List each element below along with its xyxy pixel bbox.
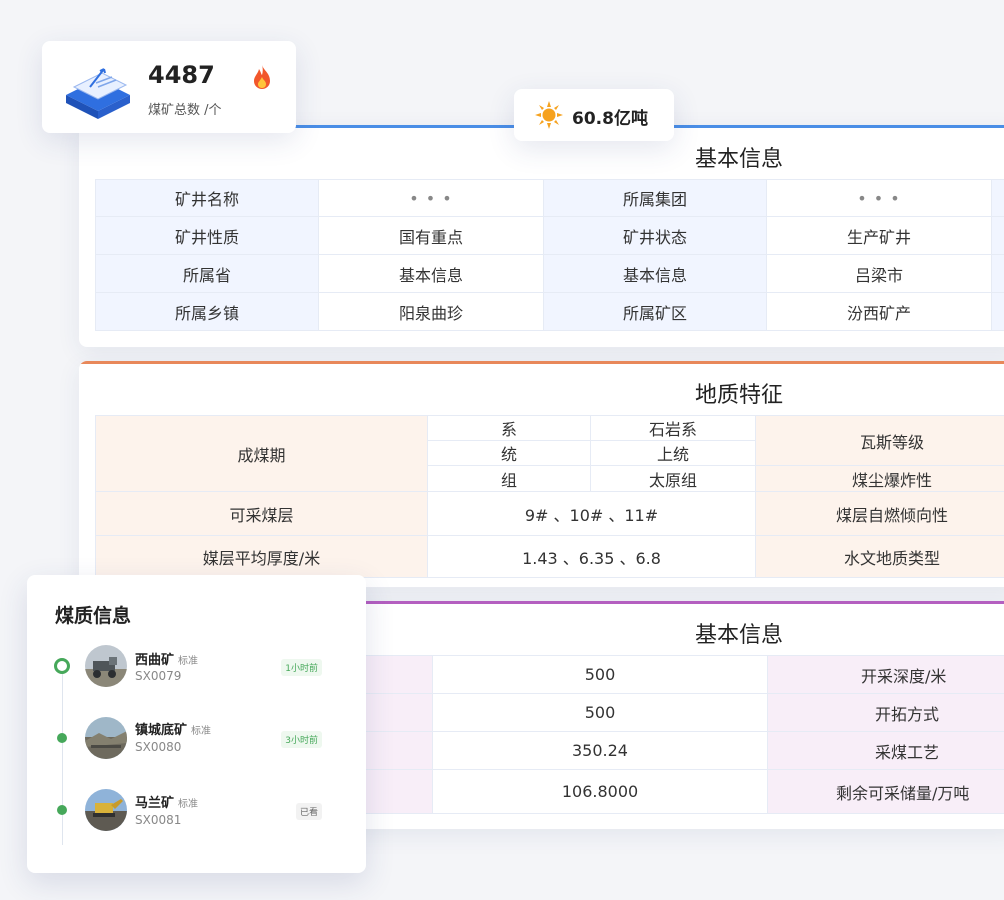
table-row: 所属省 基本信息 基本信息 吕梁市	[95, 254, 1004, 293]
table-row: 矿井性质 国有重点 矿井状态 生产矿井	[95, 216, 1004, 255]
cell-label	[991, 216, 1004, 255]
cell-value: 500	[432, 693, 768, 732]
table-row: 统 上统	[96, 440, 1004, 466]
mine-name: 镇城底矿标准	[135, 723, 212, 738]
cell-value: 统	[427, 440, 591, 466]
table-row: 所属乡镇 阳泉曲珍 所属矿区 汾西矿产	[95, 292, 1004, 331]
geology-card: 地质特征 成煤期 系 石岩系 瓦斯等级 统 上统 组 太原组 煤尘爆炸性 可采煤…	[79, 361, 1004, 587]
mine-code: SX0081	[135, 813, 182, 827]
cell-label	[991, 179, 1004, 217]
cell-label: 基本信息	[543, 254, 767, 293]
cell-label	[991, 292, 1004, 331]
reserve-badge: 60.8亿吨	[514, 89, 674, 141]
cell-label: 开采深度/米	[767, 655, 1004, 694]
mine-count-card: 4487 煤矿总数 /个	[42, 41, 296, 133]
cell-value: 生产矿井	[766, 216, 992, 255]
mine-count-label: 煤矿总数 /个	[148, 103, 222, 118]
list-item[interactable]: 西曲矿标准 SX0079 1小时前	[27, 641, 366, 691]
cell-label: 采煤工艺	[767, 731, 1004, 770]
mine-truck-image	[85, 645, 127, 687]
cell-label: 矿井状态	[543, 216, 767, 255]
table-row: 媒层平均厚度/米 1.43 、6.35 、6.8 水文地质类型	[95, 535, 1004, 578]
mine-thumbnail	[85, 717, 127, 759]
cell-value: 系	[427, 415, 591, 441]
cell-label: 所属集团	[543, 179, 767, 217]
mine-count-value: 4487	[148, 61, 215, 89]
mine-thumbnail	[85, 789, 127, 831]
mine-name: 马兰矿标准	[135, 796, 199, 811]
basic-info-card: 基本信息 矿井名称 • • • 所属集团 • • • 矿井性质 国有重点 矿井状…	[79, 125, 1004, 347]
mining-info-title: 基本信息	[694, 623, 783, 648]
timeline-dot	[57, 805, 67, 815]
cell-label: 矿井名称	[95, 179, 319, 217]
mine-code: SX0080	[135, 740, 182, 754]
hydro-type-label: 水文地质类型	[755, 535, 1004, 578]
mine-thumbnail	[85, 645, 127, 687]
cell-value: 吕梁市	[766, 254, 992, 293]
gas-level-label: 瓦斯等级	[755, 415, 1004, 466]
cell-value: 500	[432, 655, 768, 694]
table-row: 组 太原组 煤尘爆炸性	[96, 465, 1004, 492]
coal-quality-card: 煤质信息 西曲矿标准 SX0079 1小时前	[27, 575, 366, 873]
cell-value: 组	[427, 465, 591, 492]
cell-value: 石岩系	[590, 415, 756, 441]
mine-code: SX0079	[135, 669, 182, 683]
viewed-badge: 已看	[295, 803, 322, 820]
cell-value: 阳泉曲珍	[318, 292, 544, 331]
table-row: 可采煤层 9# 、10# 、11# 煤层自燃倾向性	[95, 491, 1004, 536]
fire-icon	[254, 65, 270, 89]
cell-label: 所属矿区	[543, 292, 767, 331]
book-stack-icon	[66, 68, 130, 119]
basic-info-title: 基本信息	[694, 147, 783, 172]
list-item[interactable]: 马兰矿标准 SX0081 已看	[27, 785, 366, 835]
timeline-line	[62, 665, 63, 845]
coal-quality-title: 煤质信息	[55, 605, 132, 627]
cell-value: 汾西矿产	[766, 292, 992, 331]
cell-label: 剩余可采储量/万吨	[767, 769, 1004, 814]
table-row: 矿井名称 • • • 所属集团 • • •	[95, 179, 1004, 217]
geology-title: 地质特征	[694, 383, 783, 408]
geology-accent	[79, 361, 1004, 364]
cell-value: • • •	[766, 179, 992, 217]
cell-value: 太原组	[590, 465, 756, 492]
table-row: 成煤期 系 石岩系 瓦斯等级	[95, 415, 1004, 492]
list-item[interactable]: 镇城底矿标准 SX0080 3小时前	[27, 713, 366, 763]
basic-info-table: 矿井名称 • • • 所属集团 • • • 矿井性质 国有重点 矿井状态 生产矿…	[95, 179, 1004, 331]
cell-value: 106.8000	[432, 769, 768, 814]
time-badge: 1小时前	[281, 659, 322, 676]
cell-label: 矿井性质	[95, 216, 319, 255]
mine-excavator-image	[85, 789, 127, 831]
period-label: 成煤期	[95, 415, 428, 492]
mine-name: 西曲矿标准	[135, 653, 199, 668]
cell-label: 开拓方式	[767, 693, 1004, 732]
cell-value: 上统	[590, 440, 756, 466]
thickness-label: 媒层平均厚度/米	[95, 535, 428, 578]
timeline-dot-active	[54, 658, 70, 674]
sun-star-icon	[535, 101, 563, 129]
self-ignition-label: 煤层自燃倾向性	[755, 491, 1004, 536]
standard-tag: 标准	[178, 799, 199, 810]
mining-info-accent	[79, 601, 1004, 604]
cell-value: 国有重点	[318, 216, 544, 255]
thickness-value: 1.43 、6.35 、6.8	[427, 535, 756, 578]
cell-label: 所属乡镇	[95, 292, 319, 331]
cell-label: 所属省	[95, 254, 319, 293]
cell-value: 基本信息	[318, 254, 544, 293]
cell-label	[991, 254, 1004, 293]
standard-tag: 标准	[178, 656, 199, 667]
timeline-dot	[57, 733, 67, 743]
reserve-value: 60.8亿吨	[572, 109, 648, 129]
cell-value: • • •	[318, 179, 544, 217]
seam-label: 可采煤层	[95, 491, 428, 536]
geology-table: 成煤期 系 石岩系 瓦斯等级 统 上统 组 太原组 煤尘爆炸性 可采煤层 9# …	[95, 415, 1004, 578]
seam-value: 9# 、10# 、11#	[427, 491, 756, 536]
dust-explosion-label: 煤尘爆炸性	[755, 465, 1004, 492]
standard-tag: 标准	[191, 726, 212, 737]
cell-value: 350.24	[432, 731, 768, 770]
time-badge: 3小时前	[281, 731, 322, 748]
mine-landscape-image	[85, 717, 127, 759]
